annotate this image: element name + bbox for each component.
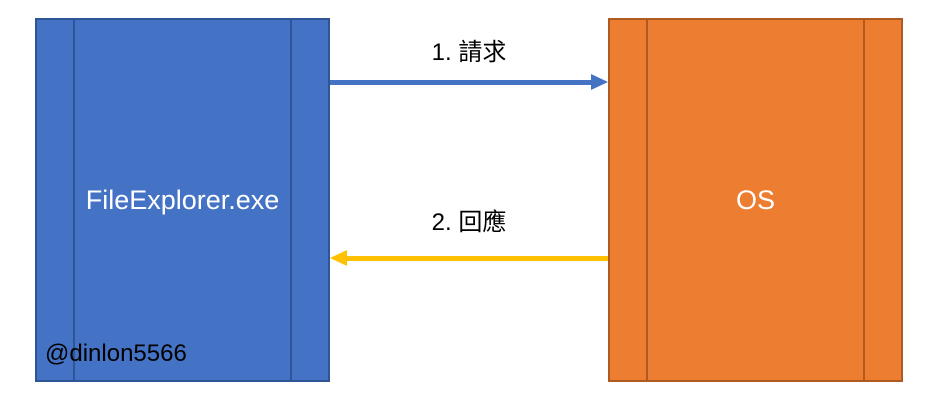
client-process-inner-line-right — [290, 20, 292, 380]
client-process-label: FileExplorer.exe — [85, 184, 280, 215]
client-process-inner-line-left — [73, 20, 75, 380]
request-arrow-label: 1. 請求 — [431, 39, 507, 66]
os-process-shape: OS — [608, 18, 903, 382]
os-process-inner-line-right — [863, 20, 865, 380]
os-process-label: OS — [735, 184, 775, 215]
request-arrow-shaft — [330, 80, 593, 85]
request-arrow — [330, 73, 608, 91]
response-arrow-label: 2. 回應 — [431, 209, 507, 236]
client-process-shape: FileExplorer.exe — [35, 18, 330, 382]
response-arrowhead-icon — [330, 250, 347, 266]
os-process-inner-line-left — [646, 20, 648, 380]
watermark-text: @dinlon5566 — [45, 340, 187, 367]
response-arrow-shaft — [345, 256, 608, 261]
request-arrowhead-icon — [591, 74, 608, 90]
response-arrow — [330, 249, 608, 267]
